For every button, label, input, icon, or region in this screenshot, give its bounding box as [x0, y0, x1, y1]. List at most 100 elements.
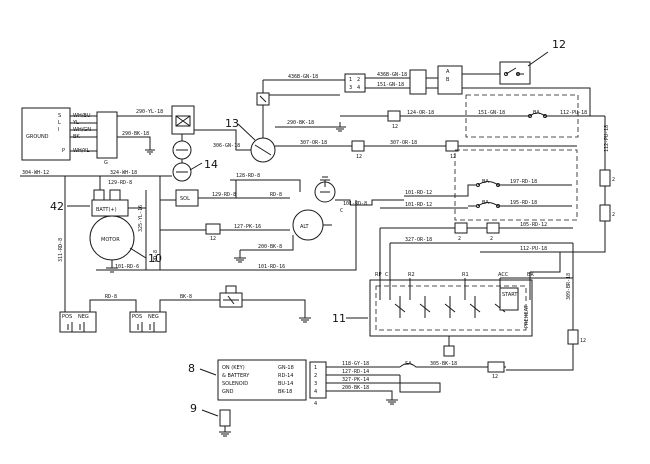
pin-label: 4	[357, 85, 360, 91]
switch-row-label: & BATTERY	[222, 373, 250, 379]
connector-label: G	[104, 160, 108, 166]
component-13: 13	[225, 92, 340, 163]
switch-row-pin: 2	[314, 373, 317, 379]
wire-label: 112-PU-18	[560, 110, 587, 116]
callout-11: 11	[332, 312, 346, 325]
alternator: ALT C 101-RD-8 200-BK-8	[234, 176, 404, 263]
wire-label: 325-YL-16	[138, 205, 144, 232]
terminal-label: C	[385, 272, 389, 278]
relay-section: 12 124-OR-18 151-GN-18 BA 112-PU-18 112-…	[340, 94, 615, 253]
switch-row-pin: 3	[314, 381, 317, 387]
wire-label: RD-8	[105, 294, 117, 300]
connector-label: 2	[612, 212, 615, 218]
pin-label: P	[62, 148, 65, 154]
wire-label: 305-BK-18	[430, 361, 457, 367]
callout-14: 14	[204, 158, 218, 171]
misc-labels: 129-RD-8	[108, 180, 132, 186]
switch-row-out: 127-RD-14	[342, 369, 369, 375]
switch-row-label: GND	[222, 389, 234, 395]
connector-label: 12	[392, 124, 398, 130]
wire-label: 124-OR-18	[407, 110, 434, 116]
connector-label: 12	[580, 338, 586, 344]
wire-label: 101-RD-12	[405, 190, 432, 196]
wire-label: 101-RD-6	[115, 264, 139, 270]
wire-label: 307-OR-18	[390, 140, 417, 146]
neg-label: NEG	[78, 314, 89, 320]
part-label: C	[340, 208, 343, 214]
solenoid-label: SOL	[180, 196, 190, 202]
neg-label: NEG	[148, 314, 159, 320]
pin-label: B	[446, 77, 450, 83]
callout-13: 13	[225, 117, 239, 130]
wire-ground-13: 290-BK-18 306-GN-18	[194, 120, 346, 151]
start-label: START	[502, 292, 518, 298]
terminal-label: ACC	[498, 272, 509, 278]
fuse-block-11: RP C R2 R1 ACC BR START PREHEAT 11	[332, 243, 574, 357]
part-label: BA	[482, 179, 489, 185]
wire-label: RD-8	[153, 250, 159, 262]
wire-label: 101-RD-12	[405, 202, 432, 208]
wire-105-327: 2 2 105-RD-12 327-OR-18 112-PU-18	[379, 222, 573, 272]
switch-row-out: 327-PK-14	[342, 377, 369, 383]
component-9: 9	[190, 402, 231, 437]
wire-label: 436B-GN-18	[377, 72, 407, 78]
terminal-label: BR	[527, 272, 534, 278]
wire-label: 101-RD-16	[258, 264, 285, 270]
switch-row-out: 118-GY-18	[342, 361, 369, 367]
wire-label: 101-RD-8	[343, 201, 367, 207]
switch-row-pin: 1	[314, 365, 317, 371]
wire-label: 304-WH-12	[22, 170, 49, 176]
switch-row-out: 200-BK-18	[342, 385, 369, 391]
wire-label: 127-PK-16	[234, 224, 261, 230]
wire-label: 200-BK-8	[258, 244, 282, 250]
top-wires: 436B-GN-18 1 2 3 4 436B-GN-18 151-GN-18 …	[262, 38, 591, 116]
starter-relay-14: 14	[171, 105, 218, 182]
wire-label: 129-RD-8	[212, 192, 236, 198]
batt-label: BATT(+)	[96, 207, 117, 213]
pin-label: S	[58, 113, 61, 119]
switch-row-wire: BU-14	[278, 381, 293, 387]
part-label: SA	[405, 361, 412, 367]
terminal-label: R1	[462, 272, 469, 278]
wire-label: 307-OR-18	[300, 140, 327, 146]
pin-label: A	[446, 69, 450, 75]
wire-label: 324-WH-18	[110, 170, 137, 176]
switch-row-label: SOLENOID	[222, 381, 248, 387]
callout-42: 42	[50, 200, 64, 213]
wire-label: RD-8	[270, 192, 282, 198]
wire-label: 197-RD-18	[510, 179, 537, 185]
pin-label: I	[58, 127, 59, 133]
connector-label: 12	[210, 236, 216, 242]
wire-label: 105-RD-12	[520, 222, 547, 228]
switch-row-wire: RD-14	[278, 373, 294, 379]
connector-label: 2	[612, 177, 615, 183]
switch-row-wire: BK-18	[278, 389, 292, 395]
connector-label: 2	[490, 236, 493, 242]
wire-label: 112-PU-18	[520, 246, 547, 252]
right-connector: 309-BR-18 12	[506, 262, 586, 371]
callout-9: 9	[190, 402, 197, 415]
starter-motor: MOTOR BATT(+) 10 42 304-WH-12 324-WH-18 …	[20, 170, 176, 312]
alt-label: ALT	[300, 224, 310, 230]
wire-label: 195-RD-18	[510, 200, 537, 206]
pos-label: POS	[62, 314, 72, 320]
connector-label: 12	[492, 374, 498, 380]
wire-label: 436B-GN-18	[288, 74, 318, 80]
connector-label: 12	[356, 154, 362, 160]
terminal-label: R2	[408, 272, 415, 278]
wire-label: 306-GN-18	[213, 143, 240, 149]
part-label: BA	[482, 200, 489, 206]
wire-label: 151-GN-18	[478, 110, 505, 116]
wire-label: 290-YL-18	[136, 109, 163, 115]
batteries: POS NEG RD-8 POS NEG BK-8	[59, 285, 311, 333]
solenoid: SOL 129-RD-8 128-RD-8 RD-8 12 127-PK-16	[160, 173, 301, 242]
switch-row-label: ON (KEY)	[222, 365, 245, 371]
callout-8: 8	[188, 362, 195, 375]
connector-label: 2	[458, 236, 461, 242]
switch-pin-count: 4	[314, 401, 317, 407]
callout-12: 12	[552, 38, 566, 51]
pin-label: 1	[349, 77, 352, 83]
wire-label: 128-RD-8	[236, 173, 260, 179]
wire-label: 290-BK-18	[122, 131, 149, 137]
